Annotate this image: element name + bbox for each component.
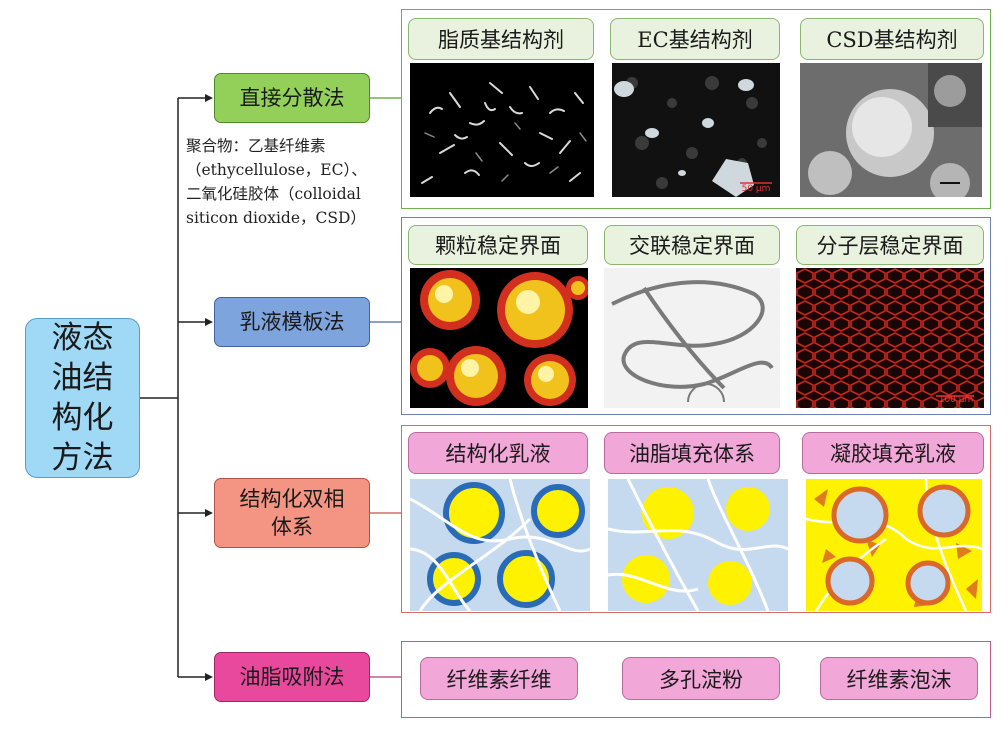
- label-text: 颗粒稳定界面: [435, 234, 561, 258]
- micrograph-ec-network: 50 μm: [612, 63, 780, 197]
- note-line: 二氧化硅胶体（colloidal: [186, 185, 361, 203]
- label-text: 纤维素泡沫: [846, 667, 952, 692]
- label-text: 分子层稳定界面: [816, 234, 964, 258]
- label-oil-filled-system: 油脂填充体系: [604, 432, 780, 474]
- label-lipid-structurant: 脂质基结构剂: [408, 18, 594, 60]
- label-text: 油脂填充体系: [629, 442, 755, 466]
- note-line: 聚合物：乙基纤维素: [186, 137, 326, 155]
- method-label: 油脂吸附法: [239, 665, 345, 689]
- label-particle-interface: 颗粒稳定界面: [408, 225, 588, 265]
- method-structured-biphasic: 结构化双相体系: [214, 478, 370, 548]
- label-text: EC基结构剂: [637, 28, 753, 52]
- micrograph-pickering-droplets: [410, 268, 588, 408]
- method-direct-dispersion: 直接分散法: [214, 73, 370, 123]
- illustration-structured-emulsion: [410, 479, 590, 611]
- label-text: 交联稳定界面: [629, 234, 755, 258]
- label-text: 纤维素纤维: [446, 667, 552, 692]
- label-porous-starch: 多孔淀粉: [622, 657, 780, 700]
- label-molecular-interface: 分子层稳定界面: [796, 225, 984, 265]
- method-oil-adsorption: 油脂吸附法: [214, 652, 370, 702]
- label-structured-emulsion: 结构化乳液: [408, 432, 588, 474]
- label-text: 结构化乳液: [445, 442, 551, 466]
- note-line: （ethycellulose，EC）、: [186, 161, 367, 179]
- illustration-oil-filled-system: [608, 479, 788, 611]
- label-csd-structurant: CSD基结构剂: [800, 18, 984, 60]
- scale-bar-text: 100 μm: [939, 395, 974, 405]
- method-label: 乳液模板法: [239, 310, 345, 334]
- polymer-note: 聚合物：乙基纤维素 （ethycellulose，EC）、 二氧化硅胶体（col…: [186, 134, 386, 230]
- label-text: CSD基结构剂: [826, 28, 958, 52]
- root-node: 液态油结构化方法: [25, 318, 140, 478]
- micrograph-molecular-layer: 100 μm: [796, 268, 984, 408]
- label-text: 凝胶填充乳液: [830, 442, 956, 466]
- label-text: 多孔淀粉: [659, 667, 743, 692]
- label-cellulose-fiber: 纤维素纤维: [420, 657, 578, 700]
- scale-bar-text: 50 μm: [742, 184, 771, 194]
- note-line: siticon dioxide，CSD）: [186, 209, 366, 227]
- method-label: 直接分散法: [239, 86, 345, 110]
- label-ec-structurant: EC基结构剂: [610, 18, 780, 60]
- method-label: 结构化双相体系: [239, 487, 345, 539]
- micrograph-lipid-crystals: [410, 63, 594, 197]
- micrograph-csd-aggregates: [800, 63, 982, 197]
- label-gel-filled-emulsion: 凝胶填充乳液: [802, 432, 984, 474]
- illustration-crosslinked-fibers: [604, 268, 780, 408]
- root-label: 液态油结构化方法: [51, 320, 114, 476]
- label-cellulose-foam: 纤维素泡沫: [820, 657, 978, 700]
- label-crosslink-interface: 交联稳定界面: [604, 225, 780, 265]
- illustration-gel-filled-emulsion: [806, 479, 982, 611]
- label-text: 脂质基结构剂: [438, 28, 564, 52]
- method-emulsion-template: 乳液模板法: [214, 297, 370, 347]
